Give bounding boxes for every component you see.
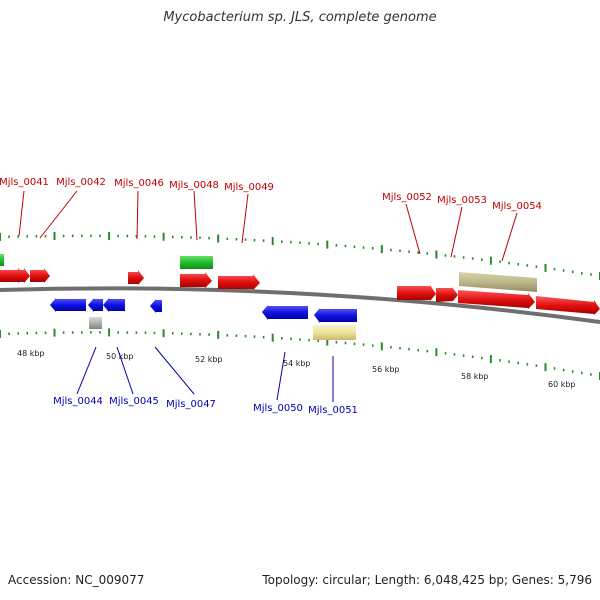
forward-gene[interactable] — [536, 296, 600, 315]
accession-text: Accession: NC_009077 — [8, 573, 145, 587]
scale-label: 60 kbp — [548, 380, 576, 389]
gene-label[interactable]: Mjls_0050 — [253, 403, 303, 414]
inner-tick-track — [0, 328, 600, 380]
gene-label[interactable]: Mjls_0049 — [224, 182, 274, 193]
pseudo-feature[interactable] — [89, 317, 102, 329]
reverse-callouts — [76, 346, 334, 402]
rna-gene[interactable] — [180, 256, 213, 269]
misc-feature[interactable] — [313, 325, 356, 340]
rna-gene[interactable] — [0, 254, 4, 266]
gene-label[interactable]: Mjls_0048 — [169, 180, 219, 191]
gene-label[interactable]: Mjls_0045 — [109, 396, 159, 407]
reverse-gene[interactable] — [88, 298, 103, 312]
reverse-gene[interactable] — [262, 305, 308, 320]
forward-callouts — [18, 190, 518, 262]
forward-strand-features — [0, 254, 600, 315]
gene-label[interactable]: Mjls_0044 — [53, 396, 103, 407]
map-title: Mycobacterium sp. JLS, complete genome — [163, 10, 437, 25]
reverse-gene[interactable] — [150, 299, 162, 313]
scale-label: 58 kbp — [461, 372, 489, 381]
genome-summary-text: Topology: circular; Length: 6,048,425 bp… — [262, 573, 592, 587]
forward-gene[interactable] — [128, 270, 144, 285]
gene-label[interactable]: Mjls_0041 — [0, 177, 49, 188]
gene-label[interactable]: Mjls_0047 — [166, 399, 216, 410]
forward-gene-labels: Mjls_0041 Mjls_0042 Mjls_0046 Mjls_0048 … — [0, 177, 542, 212]
gene-label[interactable]: Mjls_0042 — [56, 177, 106, 188]
forward-gene[interactable] — [180, 272, 212, 288]
reverse-gene[interactable] — [314, 308, 357, 323]
forward-gene[interactable] — [436, 287, 458, 302]
forward-gene[interactable] — [458, 290, 535, 309]
scale-label: 54 kbp — [283, 359, 311, 368]
scale-label: 56 kbp — [372, 365, 400, 374]
gene-label[interactable]: Mjls_0054 — [492, 201, 542, 212]
gene-label[interactable]: Mjls_0052 — [382, 192, 432, 203]
forward-gene[interactable] — [6, 268, 30, 283]
forward-gene[interactable] — [30, 268, 50, 283]
scale-label: 48 kbp — [17, 349, 45, 358]
forward-gene[interactable] — [218, 274, 260, 290]
forward-gene[interactable] — [397, 285, 436, 301]
reverse-gene-labels: Mjls_0044 Mjls_0045 Mjls_0047 Mjls_0050 … — [53, 396, 358, 416]
reverse-gene[interactable] — [50, 298, 86, 312]
outer-tick-track — [0, 231, 600, 280]
reverse-gene[interactable] — [103, 298, 125, 312]
scale-labels: 48 kbp 50 kbp 52 kbp 54 kbp 56 kbp 58 kb… — [17, 349, 576, 389]
gene-label[interactable]: Mjls_0051 — [308, 405, 358, 416]
gene-label[interactable]: Mjls_0046 — [114, 178, 164, 189]
scale-label: 52 kbp — [195, 355, 223, 364]
gene-label[interactable]: Mjls_0053 — [437, 195, 487, 206]
genome-backbone — [0, 286, 600, 324]
misc-feature[interactable] — [459, 272, 537, 292]
reverse-strand-features — [50, 298, 357, 340]
